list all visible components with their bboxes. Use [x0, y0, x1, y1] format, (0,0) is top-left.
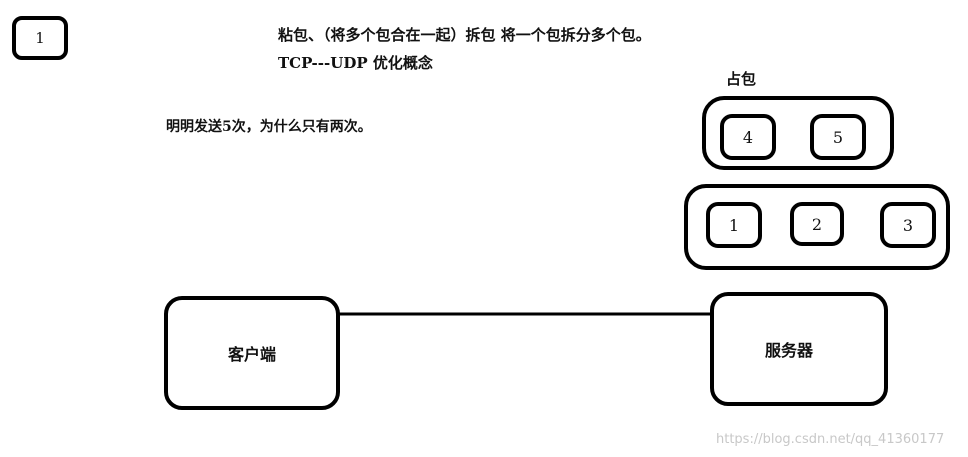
note-text: 明明发送5次，为什么只有两次。: [166, 119, 372, 135]
header-line-2: TCP---UDP 优化概念: [278, 54, 433, 72]
packet-2-label: 2: [811, 214, 823, 234]
header-line-1: 粘包、（将多个包合在一起）拆包 将一个包拆分多个包。: [278, 26, 651, 44]
client-label: 客户端: [227, 345, 276, 364]
step-label: 1: [35, 29, 45, 47]
sticky-group-label: 占包: [726, 70, 757, 88]
packet-4-label: 4: [742, 127, 754, 147]
server-box: 服务器: [710, 292, 888, 406]
server-label: 服务器: [764, 341, 813, 360]
packet-3-label: 3: [902, 215, 914, 235]
client-box: 客户端: [164, 296, 340, 410]
packet-3: 3: [880, 202, 936, 248]
packet-1: 1: [706, 202, 762, 248]
packet-4: 4: [720, 114, 776, 160]
packet-1-label: 1: [728, 215, 740, 235]
packet-5: 5: [810, 114, 866, 160]
step-label-box: 1: [12, 16, 68, 60]
watermark: https://blog.csdn.net/qq_41360177: [716, 432, 945, 447]
packet-5-label: 5: [832, 127, 844, 147]
packet-2: 2: [790, 202, 844, 246]
